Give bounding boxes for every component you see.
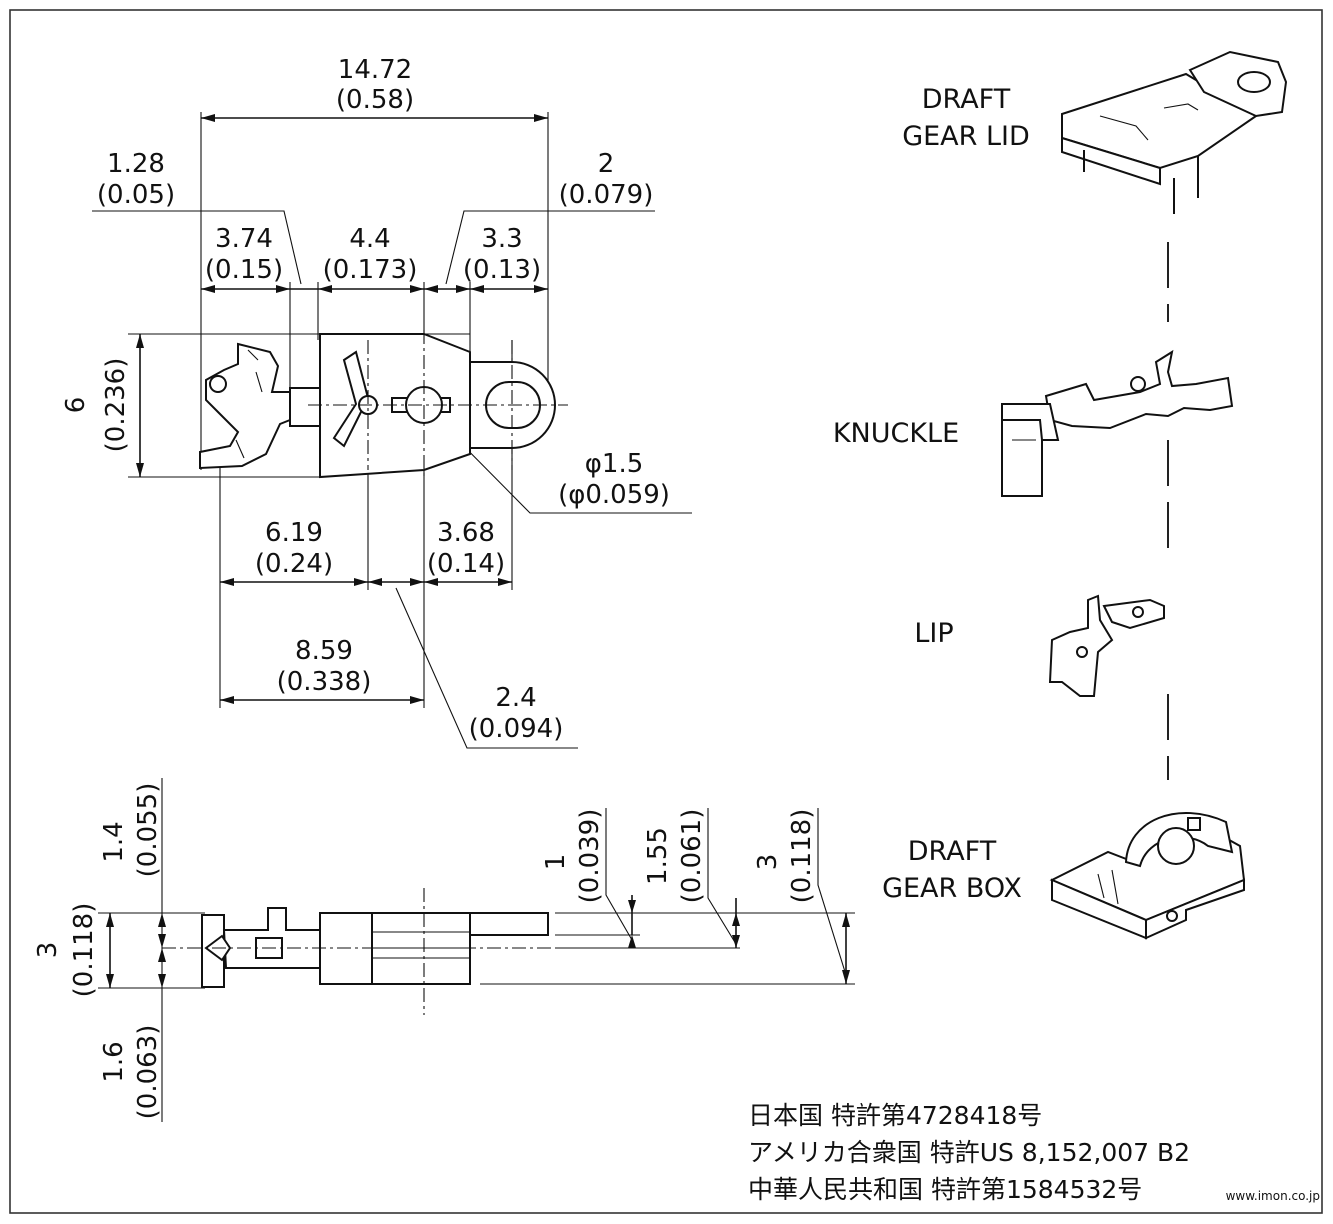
label-lip: LIP <box>914 618 953 649</box>
dim-tab-inch: (0.079) <box>559 180 654 210</box>
dim-total-mm: 3 <box>33 942 63 959</box>
label-knuckle: KNUCKLE <box>833 418 959 449</box>
patent-block: 日本国 特許第4728418号 アメリカ合衆国 特許US 8,152,007 B… <box>748 1101 1190 1204</box>
dim-height-inch: (0.236) <box>101 358 131 453</box>
patent-japan: 日本国 特許第4728418号 <box>748 1101 1042 1130</box>
dim-knuckle-offset-inch: (0.05) <box>97 180 175 210</box>
watermark: www.imon.co.jp <box>1226 1189 1320 1203</box>
label-draft-gear-lid-1: DRAFT <box>922 84 1011 115</box>
dim-height-mm: 6 <box>61 397 91 414</box>
dim-pivot-eye-mm: 3.68 <box>437 518 495 548</box>
dim-hole-mm: φ1.5 <box>585 449 644 479</box>
dim-box-width-mm: 4.4 <box>349 224 390 254</box>
patent-usa: アメリカ合衆国 特許US 8,152,007 B2 <box>748 1138 1190 1167</box>
dim-total-inch: (0.118) <box>69 903 99 998</box>
knuckle-icon: KNUCKLE <box>833 349 1234 497</box>
top-dimensions: 14.72 (0.58) 1.28 (0.05) 2 (0.079) 3.74 … <box>61 55 692 749</box>
dim-pivot-gap-mm: 2.4 <box>495 683 536 713</box>
label-draft-gear-lid-2: GEAR LID <box>902 121 1030 152</box>
dim-knuckle-offset-mm: 1.28 <box>107 149 165 179</box>
dim-lid-mm: 1 <box>541 854 571 871</box>
drawing-frame <box>9 9 1323 1214</box>
dim-lid-inch: (0.039) <box>575 809 605 904</box>
dim-upper-mm: 1.4 <box>99 821 129 862</box>
draft-gear-lid-icon: DRAFT GEAR LID <box>902 50 1288 214</box>
dim-eye-width-mm: 3.3 <box>481 224 522 254</box>
dim-overall-inch: (0.58) <box>336 85 414 115</box>
dim-mid-inch: (0.061) <box>677 809 707 904</box>
dim-overall-mm: 14.72 <box>338 55 412 85</box>
dim-to-hole-inch: (0.338) <box>277 667 372 697</box>
dim-box-height-inch: (0.118) <box>787 809 817 904</box>
side-dimensions: 1.4 (0.055) 3 (0.118) 1.6 (0.063) 1 (0.0… <box>33 778 855 1122</box>
exploded-parts: DRAFT GEAR LID KNUCKLE LIP <box>833 50 1288 940</box>
dim-eye-width-inch: (0.13) <box>463 255 541 285</box>
dim-hole-inch: (φ0.059) <box>558 480 670 510</box>
dim-to-pivot-mm: 6.19 <box>265 518 323 548</box>
label-draft-gear-box-2: GEAR BOX <box>882 873 1022 904</box>
dim-to-pivot-inch: (0.24) <box>255 549 333 579</box>
dim-pivot-eye-inch: (0.14) <box>427 549 505 579</box>
dim-box-height-mm: 3 <box>753 854 783 871</box>
coupler-top-view <box>199 330 568 480</box>
draft-gear-box-icon: DRAFT GEAR BOX <box>882 812 1246 940</box>
dim-tab-mm: 2 <box>598 149 615 179</box>
dim-lower-inch: (0.063) <box>133 1025 163 1120</box>
dim-pivot-gap-inch: (0.094) <box>469 714 564 744</box>
dim-box-width-inch: (0.173) <box>323 255 418 285</box>
dim-knuckle-width-mm: 3.74 <box>215 224 273 254</box>
dim-lower-mm: 1.6 <box>99 1041 129 1082</box>
patent-china: 中華人民共和国 特許第1584532号 <box>748 1175 1142 1204</box>
dim-knuckle-width-inch: (0.15) <box>205 255 283 285</box>
coupler-side-view <box>162 888 560 1015</box>
dim-mid-mm: 1.55 <box>643 827 673 885</box>
lip-icon: LIP <box>914 594 1165 697</box>
dim-upper-inch: (0.055) <box>133 783 163 878</box>
dim-to-hole-mm: 8.59 <box>295 636 353 666</box>
label-draft-gear-box-1: DRAFT <box>908 836 997 867</box>
